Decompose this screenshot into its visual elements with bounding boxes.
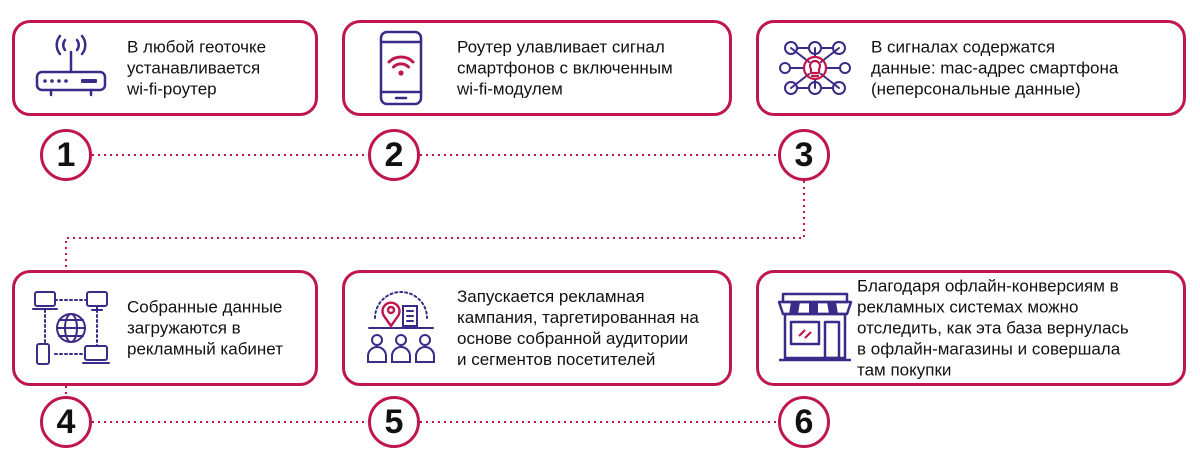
step-6-text: Благодаря офлайн-конверсиям в рекламных … [857,276,1129,380]
step-4-card: Собранные данные загружаются в рекламный… [12,270,318,386]
step-5-number: 5 [368,396,420,448]
step-2-text: Роутер улавливает сигнал смартфонов с вк… [457,37,673,99]
step-4-text: Собранные данные загружаются в рекламный… [127,297,283,359]
step-3-text: В сигналах содержатся данные: mac-адрес … [871,37,1119,99]
step-1-card: В любой геоточке устанавливается wi-fi-р… [12,20,318,116]
step-1-text: В любой геоточке устанавливается wi-fi-р… [127,37,267,99]
step-4-number: 4 [40,396,92,448]
step-2-number: 2 [368,129,420,181]
step-6-card: Благодаря офлайн-конверсиям в рекламных … [756,270,1186,386]
step-3-number: 3 [778,129,830,181]
step-5-text: Запускается рекламная кампания, таргетир… [457,287,699,369]
step-5-card: Запускается рекламная кампания, таргетир… [342,270,732,386]
smartphone-wifi-icon [379,30,423,106]
wifi-router-icon [35,34,107,97]
step-3-card: В сигналах содержатся данные: mac-адрес … [756,20,1186,116]
audience-targeting-icon [367,291,435,363]
step-6-number: 6 [778,396,830,448]
step-2-card: Роутер улавливает сигнал смартфонов с вк… [342,20,732,116]
data-network-icon [779,41,851,95]
storefront-icon [777,292,853,362]
global-devices-icon [32,291,110,365]
step-1-number: 1 [40,129,92,181]
